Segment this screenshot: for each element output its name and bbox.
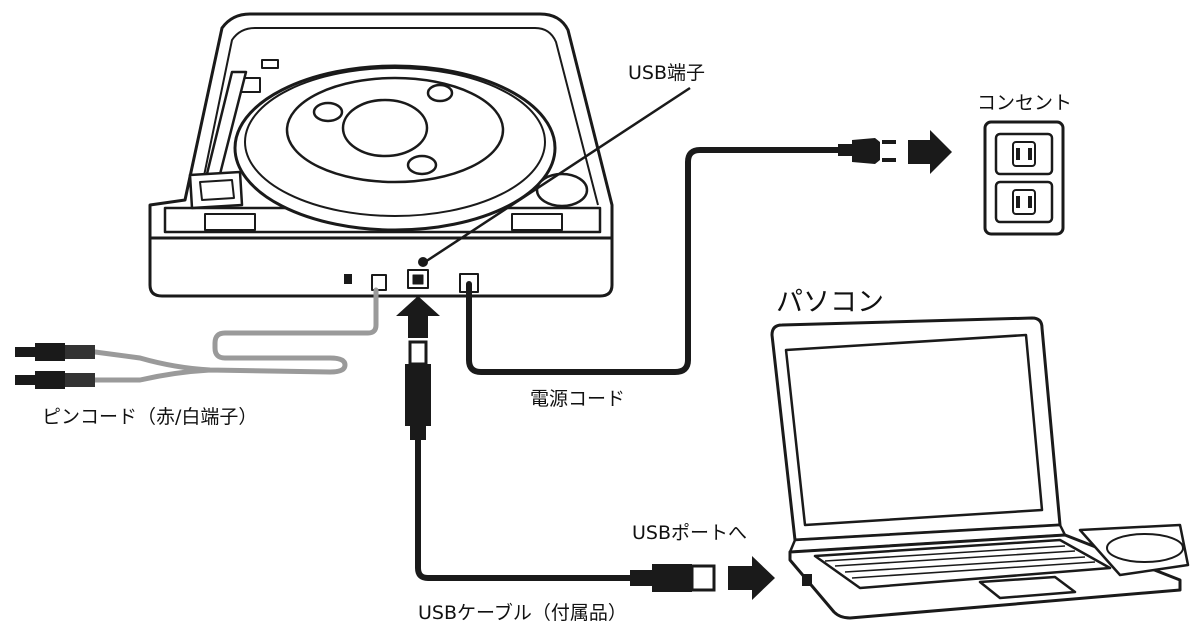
arrow-icon [728,556,775,600]
usb-cable-label: USBケーブル（付属品） [418,602,627,624]
rca-plugs-icon [15,343,95,389]
arrow-icon [396,296,440,338]
usb-port-pointer [424,86,691,264]
power-plug-icon [838,138,896,164]
pc-label: パソコン [776,287,884,318]
outlet-label: コンセント [977,92,1073,114]
usb-port-label: USB端子 [628,62,706,84]
turntable-icon [148,12,614,298]
usb-b-plug-icon [405,340,431,440]
arrow-icon [908,130,952,174]
power-cord [466,147,843,375]
wall-outlet-icon [983,120,1065,236]
rca-cable [92,287,379,383]
usb-a-plug-icon [630,564,716,592]
usb-to-port-label: USBポートへ [632,522,748,544]
power-cord-label: 電源コード [530,388,626,410]
laptop-icon [770,316,1190,620]
usb-cable [415,437,638,581]
rca-cable-label: ピンコード（赤/白端子） [42,406,258,428]
